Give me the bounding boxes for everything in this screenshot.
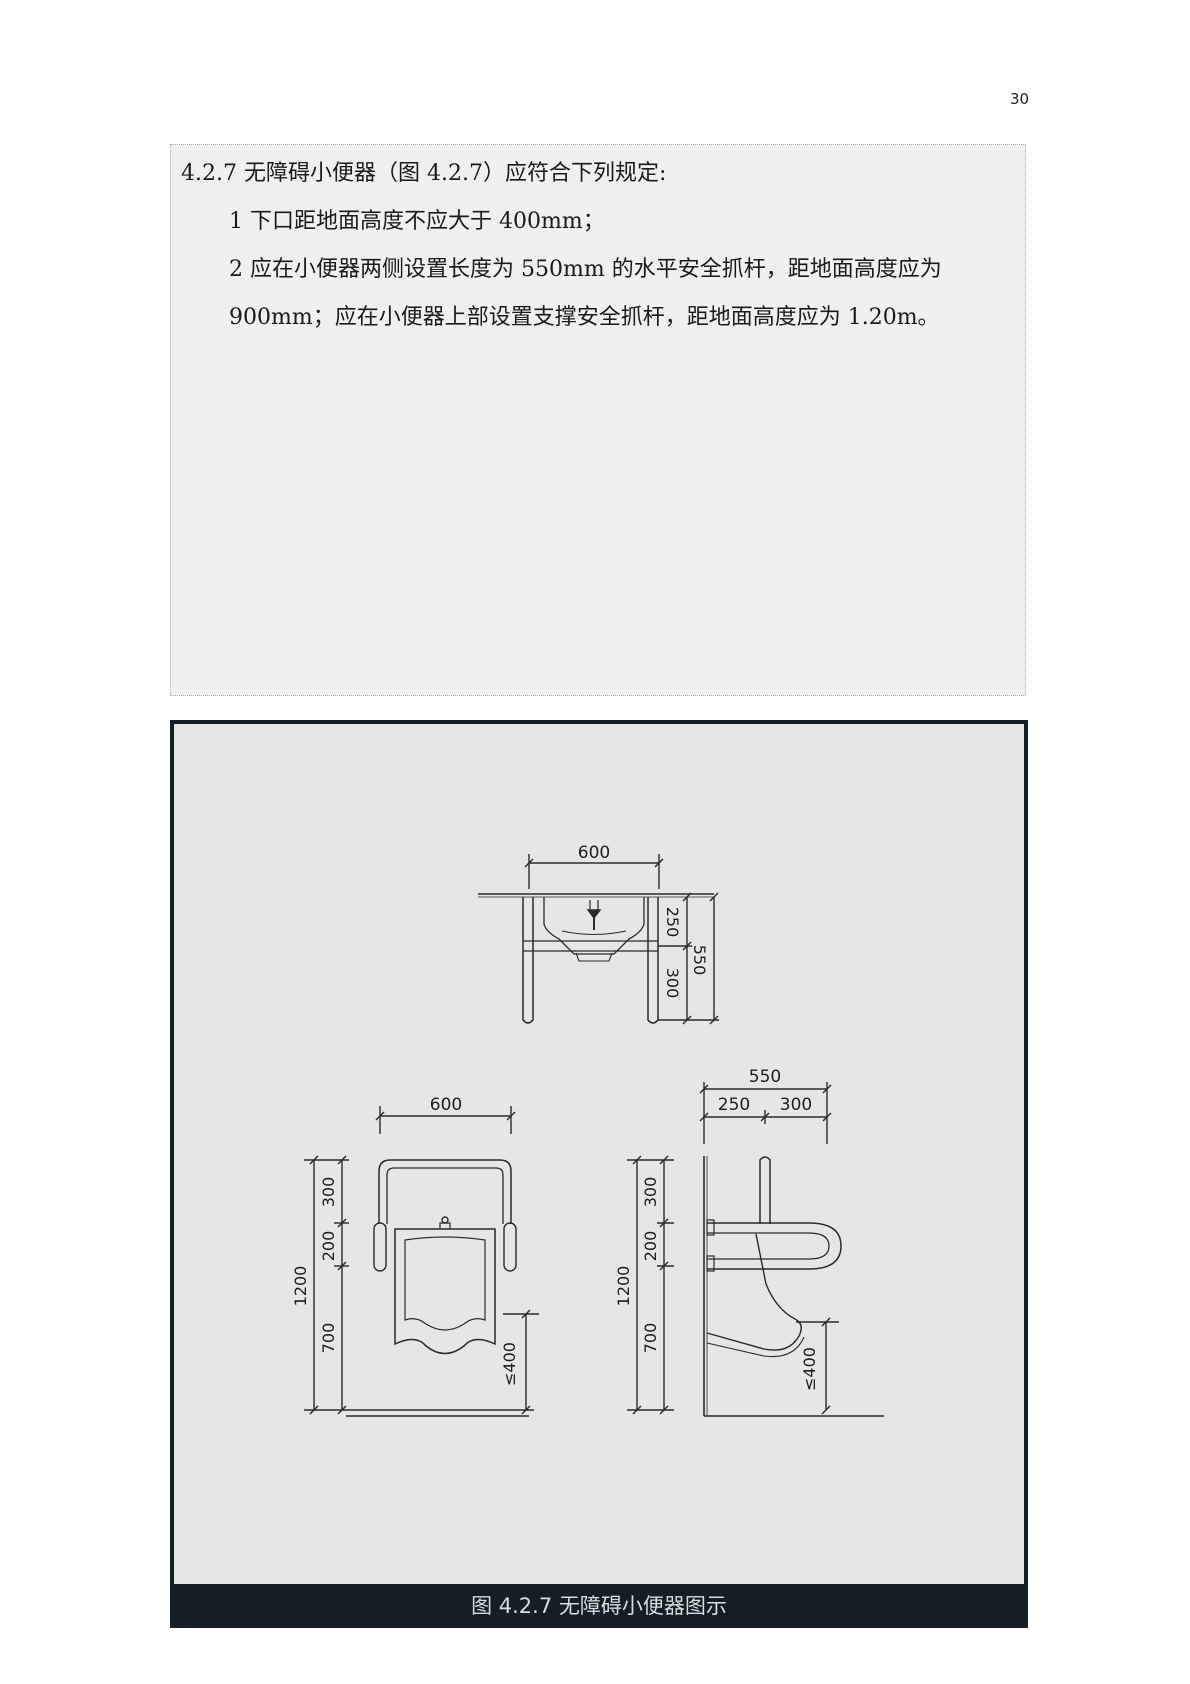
side-rim-height-label: ≤400 xyxy=(800,1347,819,1391)
clause-heading: 4.2.7 无障碍小便器（图 4.2.7）应符合下列规定: xyxy=(181,161,667,186)
figure-drawing-area: 600 xyxy=(174,724,1024,1584)
side-view: 550 250 300 300 200 700 1200 xyxy=(614,1067,884,1417)
clause-item-1: 1 下口距地面高度不应大于 400mm； xyxy=(229,209,605,234)
clause-item-2-line-2: 900mm；应在小便器上部设置支撑安全抓杆，距地面高度应为 1.20m。 xyxy=(229,305,940,330)
figure-caption: 图 4.2.7 无障碍小便器图示 xyxy=(471,1594,727,1618)
side-depth-back-label: 300 xyxy=(780,1095,812,1115)
side-top-segment-label: 300 xyxy=(641,1177,660,1208)
front-width-label: 600 xyxy=(430,1095,462,1115)
page-number: 30 xyxy=(1010,90,1030,108)
plan-depth-back-label: 300 xyxy=(663,968,682,999)
front-top-segment-label: 300 xyxy=(319,1177,338,1208)
plan-depth-total-label: 550 xyxy=(690,945,709,976)
clause-item-2-line-1: 2 应在小便器两侧设置长度为 550mm 的水平安全抓杆，距地面高度应为 xyxy=(229,257,942,282)
front-bottom-segment-label: 700 xyxy=(319,1323,338,1354)
plan-width-label: 600 xyxy=(578,843,610,863)
front-middle-segment-label: 200 xyxy=(319,1231,338,1262)
side-depth-front-label: 250 xyxy=(718,1095,750,1115)
plan-view: 600 xyxy=(478,843,719,1025)
side-bottom-segment-label: 700 xyxy=(641,1323,660,1354)
urinal-drawing: 600 xyxy=(291,843,884,1417)
side-middle-segment-label: 200 xyxy=(641,1231,660,1262)
front-rim-height-label: ≤400 xyxy=(500,1342,519,1386)
plan-depth-front-label: 250 xyxy=(663,907,682,938)
front-view: 600 300 200 700 1200 xyxy=(291,1095,539,1417)
front-total-height-label: 1200 xyxy=(291,1266,310,1307)
side-depth-total-label: 550 xyxy=(749,1067,781,1087)
clause-box: 4.2.7 无障碍小便器（图 4.2.7）应符合下列规定: 1 下口距地面高度不… xyxy=(170,144,1026,696)
figure-frame: 600 xyxy=(170,720,1028,1628)
side-total-height-label: 1200 xyxy=(614,1266,633,1307)
